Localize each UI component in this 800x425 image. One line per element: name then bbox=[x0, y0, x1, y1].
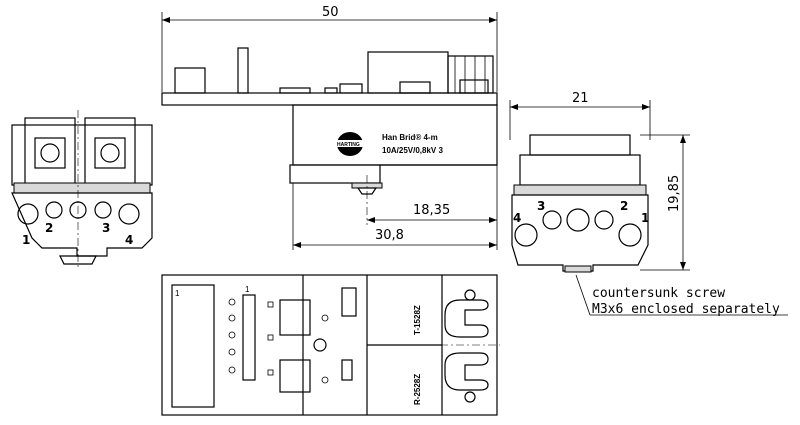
side-view: 50 HARTING Han Brid® 4-m 10A/25V/0,8kV 3 bbox=[161, 5, 498, 250]
drawing-label: 1 bbox=[245, 285, 250, 294]
product-name: Han Brid® 4-m bbox=[382, 133, 438, 142]
drawing-label: 4 bbox=[513, 211, 521, 225]
pin-label: 4 bbox=[125, 233, 133, 247]
pin-label: 3 bbox=[102, 221, 110, 235]
part-number-top: T-1528Z bbox=[413, 305, 422, 335]
end-view: 21 4 3 2 1 19,85 bbox=[509, 91, 788, 316]
product-rating: 10A/25V/0,8kV 3 bbox=[382, 146, 443, 155]
front-view: 1 2 3 4 bbox=[11, 110, 153, 270]
drawing-label: 1 bbox=[641, 211, 649, 225]
dimension-offset-short: 18,35 bbox=[413, 203, 450, 218]
pin-label: 2 bbox=[45, 221, 53, 235]
dimension-offset-long: 30,8 bbox=[375, 228, 404, 243]
harting-logo: HARTING bbox=[336, 132, 364, 156]
bottom-view: 1 1 T-1528Z R-2528Z bbox=[161, 274, 500, 416]
drawing-label: 3 bbox=[537, 199, 545, 213]
drawing-label: 1 bbox=[175, 289, 180, 298]
dimension-height: 19,85 bbox=[667, 175, 682, 212]
drawing-label: 2 bbox=[620, 199, 628, 213]
part-number-bottom: R-2528Z bbox=[413, 374, 422, 405]
dimension-width: 21 bbox=[572, 91, 589, 106]
dimension-length: 50 bbox=[322, 5, 339, 20]
pin-label: 1 bbox=[22, 233, 30, 247]
note-line-2: M3x6 enclosed separately bbox=[592, 302, 780, 317]
drawing-label: HARTING bbox=[337, 142, 360, 148]
note-line-1: countersunk screw bbox=[592, 286, 725, 301]
